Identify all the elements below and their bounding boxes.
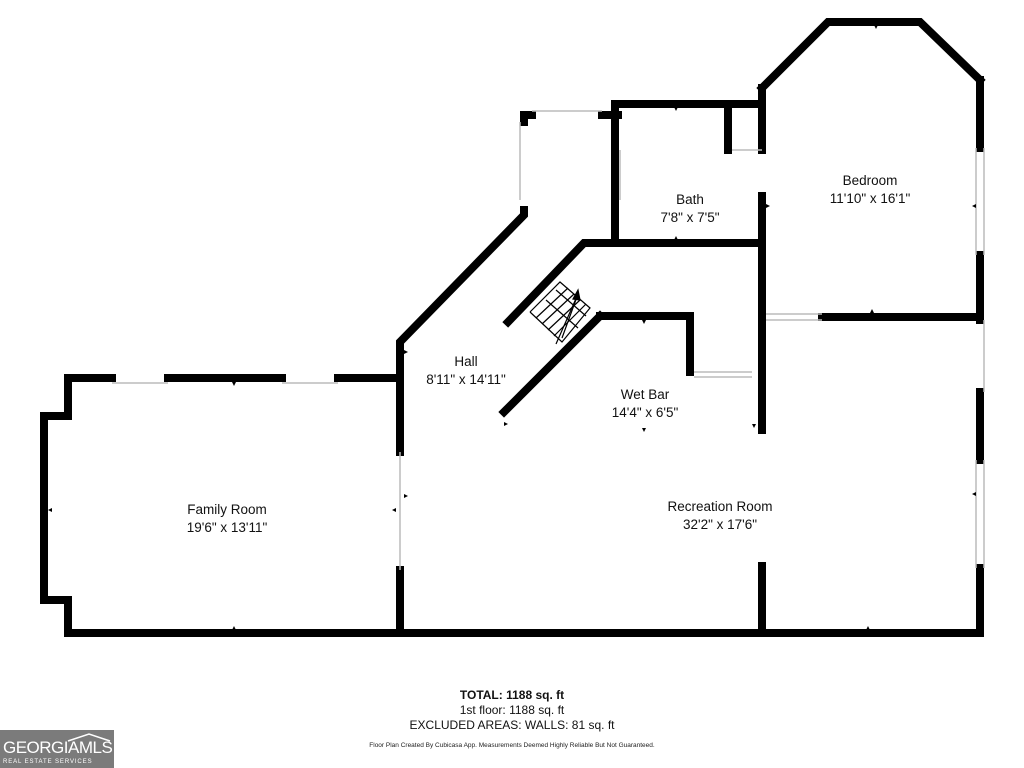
logo-tagline: REAL ESTATE SERVICES [3, 759, 93, 765]
staircase [529, 281, 591, 343]
room-label-hall: Hall 8'11" x 14'11" [426, 353, 506, 389]
floor-plan [40, 18, 986, 637]
walls [40, 18, 986, 637]
room-label-wet-bar: Wet Bar 14'4" x 6'5" [612, 386, 679, 422]
room-label-recreation-room: Recreation Room 32'2" x 17'6" [667, 498, 772, 534]
logo-brand-text: GEORGIAMLS [3, 738, 113, 757]
georgia-mls-logo: GEORGIAMLS REAL ESTATE SERVICES [0, 730, 114, 768]
excluded-area: EXCLUDED AREAS: WALLS: 81 sq. ft [409, 718, 615, 732]
stair-arrow [555, 288, 581, 345]
window-lines [112, 110, 985, 570]
room-name: Bath [676, 192, 704, 207]
room-name: Bedroom [842, 173, 898, 188]
room-dimensions: 8'11" x 14'11" [426, 372, 506, 387]
floor-area: 1st floor: 1188 sq. ft [459, 703, 565, 717]
roof-icon [67, 733, 111, 742]
room-name: Wet Bar [620, 387, 670, 402]
room-name: Family Room [187, 502, 267, 517]
room-dimensions: 14'4" x 6'5" [611, 405, 679, 420]
room-dimensions: 7'8" x 7'5" [660, 210, 720, 225]
room-dimensions: 32'2" x 17'6" [682, 517, 758, 532]
floor-plan-credit: Floor Plan Created By Cubicasa App. Meas… [369, 742, 655, 749]
room-name: Recreation Room [667, 499, 773, 514]
room-label-bedroom: Bedroom 11'10" x 16'1" [830, 172, 911, 208]
area-summary: TOTAL: 1188 sq. ft 1st floor: 1188 sq. f… [0, 688, 1024, 733]
room-dimensions: 19'6" x 13'11" [186, 520, 268, 535]
room-label-bath: Bath 7'8" x 7'5" [660, 191, 719, 227]
room-label-family-room: Family Room 19'6" x 13'11" [187, 501, 268, 537]
room-dimensions: 11'10" x 16'1" [829, 191, 911, 206]
room-name: Hall [454, 354, 478, 369]
dimension-ticks [48, 25, 976, 630]
total-area: TOTAL: 1188 sq. ft [459, 688, 565, 702]
